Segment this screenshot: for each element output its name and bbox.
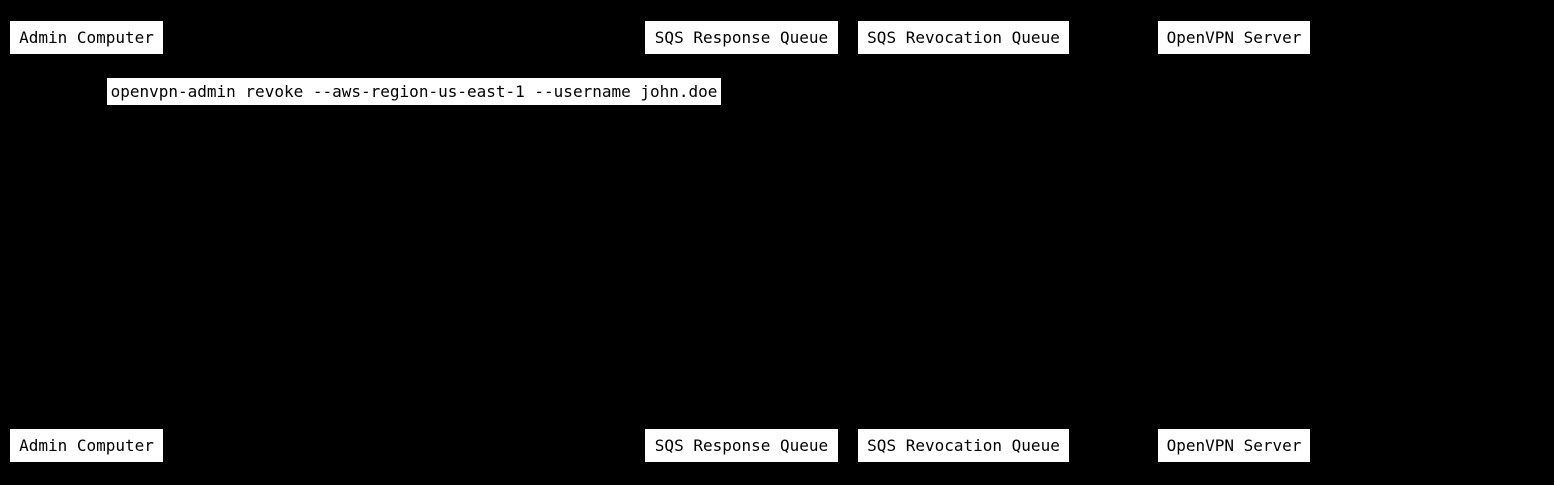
participant-top-openvpn-server: OpenVPN Server (1158, 21, 1310, 54)
participant-top-sqs-revocation-queue: SQS Revocation Queue (858, 21, 1069, 54)
participant-bottom-sqs-response-queue: SQS Response Queue (645, 429, 838, 462)
participant-bottom-sqs-revocation-queue: SQS Revocation Queue (858, 429, 1069, 462)
participant-top-sqs-response-queue: SQS Response Queue (645, 21, 838, 54)
participant-bottom-openvpn-server: OpenVPN Server (1158, 429, 1310, 462)
message-label-revoke-command: openvpn-admin revoke --aws-region-us-eas… (107, 78, 721, 105)
participant-bottom-admin-computer: Admin Computer (10, 429, 163, 462)
participant-top-admin-computer: Admin Computer (10, 21, 163, 54)
